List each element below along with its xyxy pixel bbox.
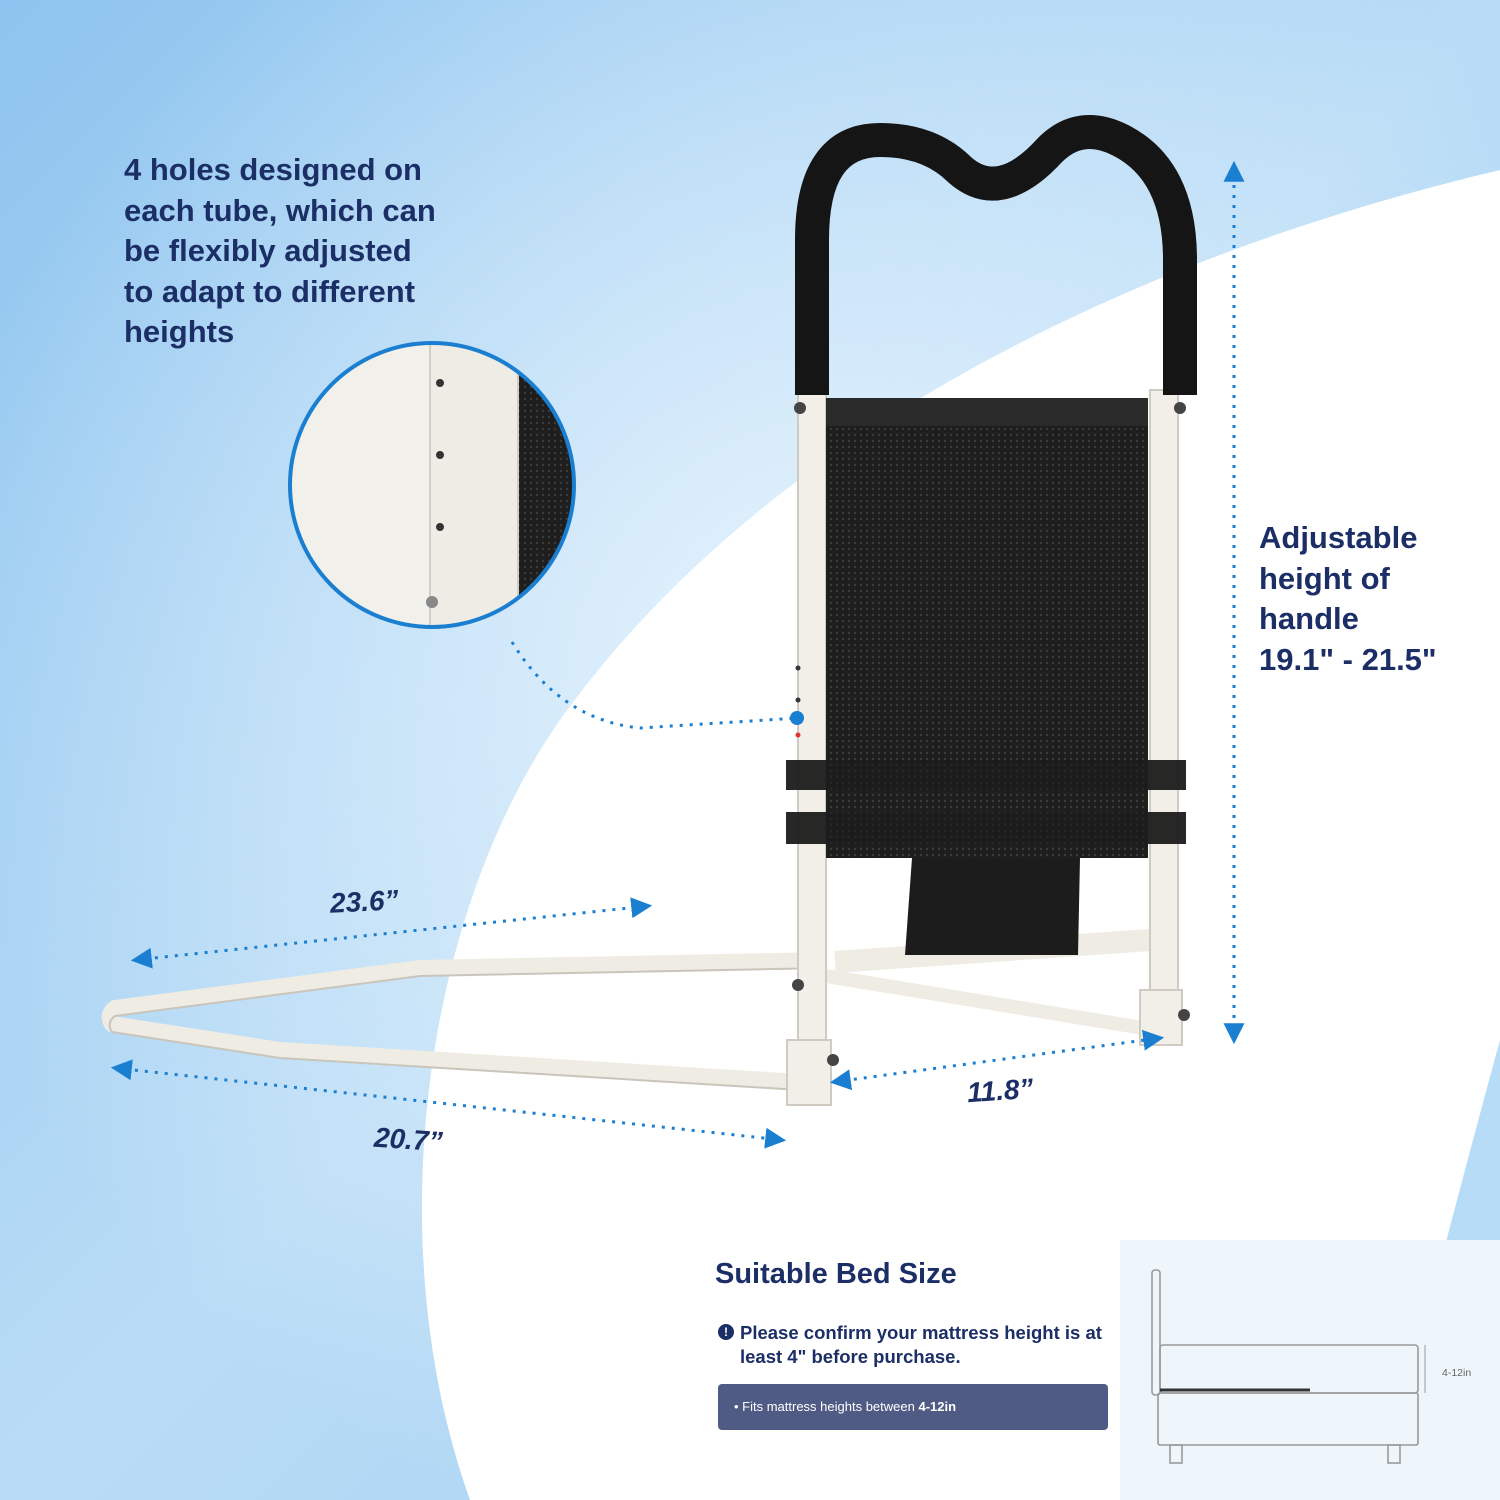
height-line: 19.1" - 21.5"	[1259, 641, 1437, 677]
right-upright	[1149, 389, 1179, 1046]
fits-prefix: • Fits mattress heights between	[734, 1399, 919, 1414]
exclamation-icon: !	[718, 1324, 734, 1340]
height-callout-text: Adjustable height of handle 19.1" - 21.5…	[1259, 518, 1489, 680]
hanging-strap	[905, 858, 1080, 955]
holes-line: each tube, which can	[124, 192, 436, 228]
holes-line: be flexibly adjusted	[124, 233, 412, 268]
mattress-note-text: Please confirm your mattress height is a…	[740, 1322, 1102, 1367]
length-top-label: 23.6”	[329, 884, 400, 919]
fits-range: 4-12in	[918, 1399, 957, 1414]
holes-callout-text: 4 holes designed on each tube, which can…	[124, 150, 494, 353]
length-bottom-arrow	[110, 1059, 787, 1149]
height-line: Adjustable	[1259, 520, 1418, 555]
fits-text: • Fits mattress heights between 4-12in	[734, 1384, 956, 1430]
base-frame	[101, 952, 826, 1090]
base-crossbar	[818, 968, 1157, 1037]
width-label: 11.8”	[965, 1072, 1035, 1109]
height-line: height of	[1259, 560, 1390, 596]
bed-size-title: Suitable Bed Size	[715, 1258, 957, 1290]
length-bottom-label: 20.7”	[373, 1121, 444, 1158]
fits-banner: • Fits mattress heights between 4-12in	[718, 1384, 1108, 1430]
holes-line: 4 holes designed on	[124, 152, 422, 187]
foam-handle	[795, 115, 1197, 395]
height-line: handle	[1259, 601, 1359, 636]
bed-diagram	[1151, 1269, 1426, 1464]
zoom-callout	[290, 343, 574, 627]
holes-line: to adapt to different	[124, 273, 416, 309]
callout-connector	[510, 641, 799, 730]
mattress-range-label: 4-12in	[1442, 1367, 1472, 1379]
holes-line: heights	[124, 314, 235, 349]
